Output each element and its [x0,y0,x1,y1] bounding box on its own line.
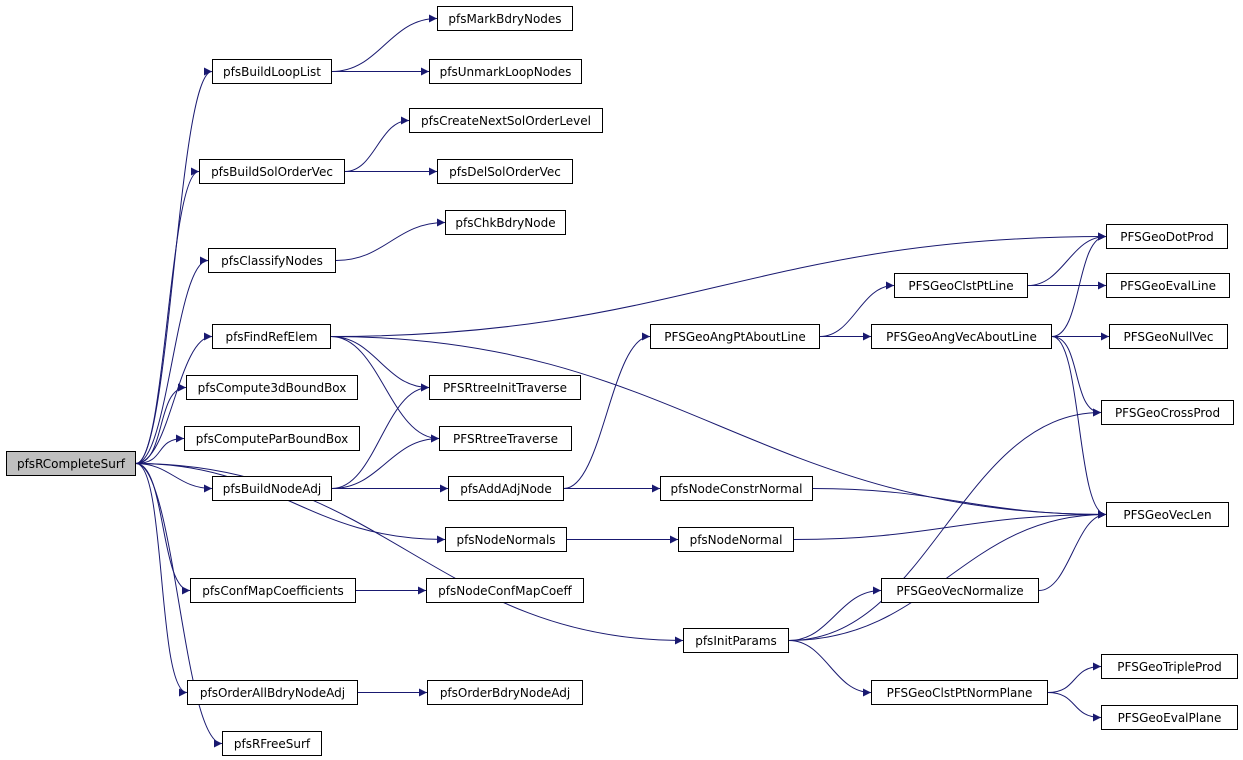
node-pfs-geo-cross-prod[interactable]: PFSGeoCrossProd [1101,400,1234,425]
node-pfs-find-ref-elem[interactable]: pfsFindRefElem [212,324,331,349]
node-pfs-geo-null-vec[interactable]: PFSGeoNullVec [1109,324,1228,349]
node-pfs-classify-nodes[interactable]: pfsClassifyNodes [208,248,336,273]
edge-pfs-geo-clst-pt-norm-plane-to-pfs-geo-eval-plane [1047,692,1102,722]
node-pfs-build-loop-list[interactable]: pfsBuildLoopList [212,59,332,84]
edge-pfs-classify-nodes-to-pfs-chk-bdry-node [335,218,446,261]
edge-pfs-add-adj-node-to-pfs-geo-ang-pt-about-line [563,332,651,489]
edge-pfs-r-complete-surf-to-pfs-build-sol-order-vec [135,167,200,464]
edge-pfs-r-complete-surf-to-pfs-build-loop-list [135,67,213,464]
edge-pfs-build-node-adj-to-pfs-rtree-init-traverse [331,383,430,489]
node-pfs-build-node-adj[interactable]: pfsBuildNodeAdj [212,476,332,501]
node-pfs-geo-ang-vec-about-line[interactable]: PFSGeoAngVecAboutLine [871,324,1052,349]
node-pfs-geo-triple-prod[interactable]: PFSGeoTripleProd [1101,654,1238,679]
node-pfs-conf-map-coefficients[interactable]: pfsConfMapCoefficients [190,578,356,603]
edge-pfs-node-normal-to-pfs-geo-vec-len [793,510,1107,540]
node-pfs-geo-vec-len[interactable]: PFSGeoVecLen [1106,502,1229,527]
edge-pfs-find-ref-elem-to-pfs-rtree-init-traverse [330,336,430,392]
node-pfs-node-constr-normal[interactable]: pfsNodeConstrNormal [660,476,813,501]
node-pfs-unmark-loop-nodes[interactable]: pfsUnmarkLoopNodes [429,59,582,84]
node-pfs-r-free-surf[interactable]: pfsRFreeSurf [222,731,322,756]
edge-pfs-r-complete-surf-to-pfs-classify-nodes [135,256,209,464]
edge-pfs-geo-clst-pt-norm-plane-to-pfs-geo-triple-prod [1047,662,1102,693]
node-pfs-geo-eval-line[interactable]: PFSGeoEvalLine [1106,273,1230,298]
node-pfs-geo-ang-pt-about-line[interactable]: PFSGeoAngPtAboutLine [650,324,820,349]
node-pfs-compute-par-bound-box[interactable]: pfsComputeParBoundBox [184,426,360,451]
edge-pfs-build-loop-list-to-pfs-mark-bdry-nodes [331,14,438,72]
edge-pfs-geo-ang-pt-about-line-to-pfs-geo-clst-pt-line [819,281,895,337]
edge-pfs-node-constr-normal-to-pfs-geo-vec-len [812,488,1107,519]
edge-pfs-init-params-to-pfs-geo-cross-prod [788,408,1102,641]
node-pfs-r-complete-surf[interactable]: pfsRCompleteSurf [6,451,136,476]
node-pfs-rtree-traverse[interactable]: PFSRtreeTraverse [439,426,572,451]
node-pfs-geo-vec-normalize[interactable]: PFSGeoVecNormalize [881,578,1039,603]
edge-pfs-r-complete-surf-to-pfs-r-free-surf [135,463,223,748]
edge-pfs-r-complete-surf-to-pfs-compute-par-bound-box [135,434,185,464]
edge-pfs-geo-ang-vec-about-line-to-pfs-geo-dot-prod [1051,232,1107,337]
node-pfs-order-bdry-node-adj[interactable]: pfsOrderBdryNodeAdj [427,680,583,705]
edge-pfs-geo-vec-normalize-to-pfs-geo-vec-len [1038,510,1107,591]
node-pfs-init-params[interactable]: pfsInitParams [683,628,789,653]
edge-pfs-init-params-to-pfs-geo-vec-len [788,510,1107,641]
edge-pfs-r-complete-surf-to-pfs-build-node-adj [135,463,213,493]
node-pfs-compute3d-bound-box[interactable]: pfsCompute3dBoundBox [186,375,358,400]
node-pfs-geo-clst-pt-line[interactable]: PFSGeoClstPtLine [894,273,1028,298]
node-pfs-node-normal[interactable]: pfsNodeNormal [678,527,794,552]
edge-pfs-geo-ang-vec-about-line-to-pfs-geo-cross-prod [1051,336,1102,417]
edge-pfs-r-complete-surf-to-pfs-conf-map-coefficients [135,463,191,595]
edge-pfs-init-params-to-pfs-geo-clst-pt-norm-plane [788,640,872,697]
edge-pfs-r-complete-surf-to-pfs-order-all-bdry-node-adj [135,463,188,697]
edge-pfs-build-sol-order-vec-to-pfs-create-next-sol-order-level [344,116,410,172]
edge-pfs-geo-clst-pt-line-to-pfs-geo-dot-prod [1027,232,1107,286]
edge-pfs-r-complete-surf-to-pfs-node-normals [135,463,446,544]
edge-pfs-geo-ang-vec-about-line-to-pfs-geo-vec-len [1051,336,1107,519]
node-pfs-node-conf-map-coeff[interactable]: pfsNodeConfMapCoeff [426,578,584,603]
edge-pfs-build-node-adj-to-pfs-rtree-traverse [331,434,440,489]
node-pfs-create-next-sol-order-level[interactable]: pfsCreateNextSolOrderLevel [409,108,603,133]
node-pfs-geo-dot-prod[interactable]: PFSGeoDotProd [1106,224,1228,249]
node-pfs-order-all-bdry-node-adj[interactable]: pfsOrderAllBdryNodeAdj [187,680,358,705]
node-pfs-chk-bdry-node[interactable]: pfsChkBdryNode [445,210,566,235]
edge-pfs-find-ref-elem-to-pfs-rtree-traverse [330,336,440,443]
node-pfs-build-sol-order-vec[interactable]: pfsBuildSolOrderVec [199,159,345,184]
edge-pfs-r-complete-surf-to-pfs-compute3d-bound-box [135,383,187,464]
node-pfs-rtree-init-traverse[interactable]: PFSRtreeInitTraverse [429,375,581,400]
node-pfs-geo-clst-pt-norm-plane[interactable]: PFSGeoClstPtNormPlane [871,680,1048,705]
edge-pfs-init-params-to-pfs-geo-vec-normalize [788,586,882,641]
edge-pfs-find-ref-elem-to-pfs-geo-vec-len [330,336,1107,519]
edge-pfs-find-ref-elem-to-pfs-geo-dot-prod [330,232,1107,337]
node-pfs-add-adj-node[interactable]: pfsAddAdjNode [448,476,564,501]
edge-pfs-r-complete-surf-to-pfs-init-params [135,463,684,645]
node-pfs-node-normals[interactable]: pfsNodeNormals [445,527,567,552]
node-pfs-del-sol-order-vec[interactable]: pfsDelSolOrderVec [437,159,573,184]
node-pfs-geo-eval-plane[interactable]: PFSGeoEvalPlane [1101,705,1238,730]
node-pfs-mark-bdry-nodes[interactable]: pfsMarkBdryNodes [437,6,573,31]
